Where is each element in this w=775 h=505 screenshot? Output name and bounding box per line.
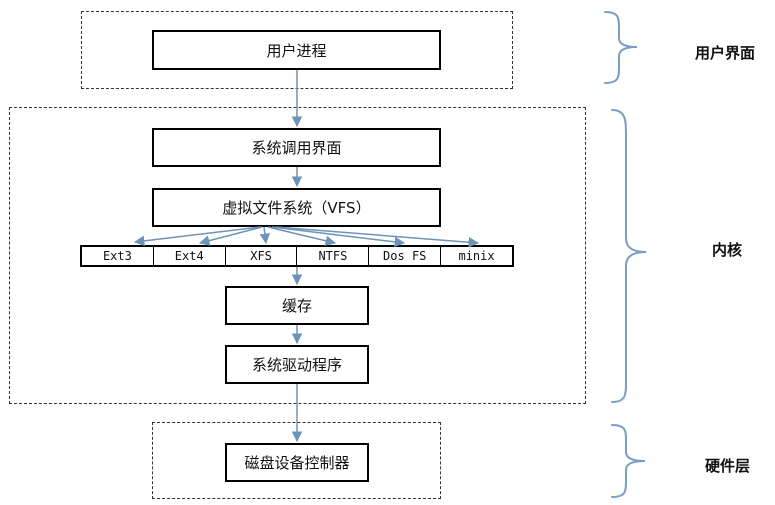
fs-xfs: XFS — [226, 247, 298, 265]
brace-hardware-layer — [611, 424, 646, 498]
cache-label: 缓存 — [281, 297, 312, 315]
user-layer-label: 用户界面 — [695, 44, 756, 62]
brace-user-layer — [604, 11, 638, 84]
fs-ntfs: NTFS — [297, 247, 370, 265]
filesystem-row: Ext3 Ext4 XFS NTFS Dos FS minix — [80, 245, 514, 267]
fs-ext3: Ext3 — [82, 247, 154, 265]
syscall-interface-label: 系统调用界面 — [251, 139, 342, 157]
cache-box: 缓存 — [225, 286, 369, 325]
disk-controller-box: 磁盘设备控制器 — [225, 443, 369, 482]
disk-controller-label: 磁盘设备控制器 — [244, 454, 350, 472]
driver-box: 系统驱动程序 — [225, 345, 369, 384]
user-process-label: 用户进程 — [266, 41, 327, 60]
kernel-layer-label: 内核 — [712, 241, 743, 259]
hardware-layer-label: 硬件层 — [705, 457, 751, 475]
fs-minix: minix — [458, 249, 495, 263]
fs-ext4: Ext4 — [154, 247, 226, 265]
fs-dosfs: Dos FS — [369, 247, 442, 265]
vfs-label: 虚拟文件系统（VFS） — [222, 199, 371, 217]
driver-label: 系统驱动程序 — [251, 356, 342, 374]
syscall-interface-box: 系统调用界面 — [152, 128, 441, 167]
brace-kernel-layer — [611, 109, 647, 403]
user-process-box: 用户进程 — [152, 30, 441, 70]
vfs-box: 虚拟文件系统（VFS） — [152, 188, 441, 227]
